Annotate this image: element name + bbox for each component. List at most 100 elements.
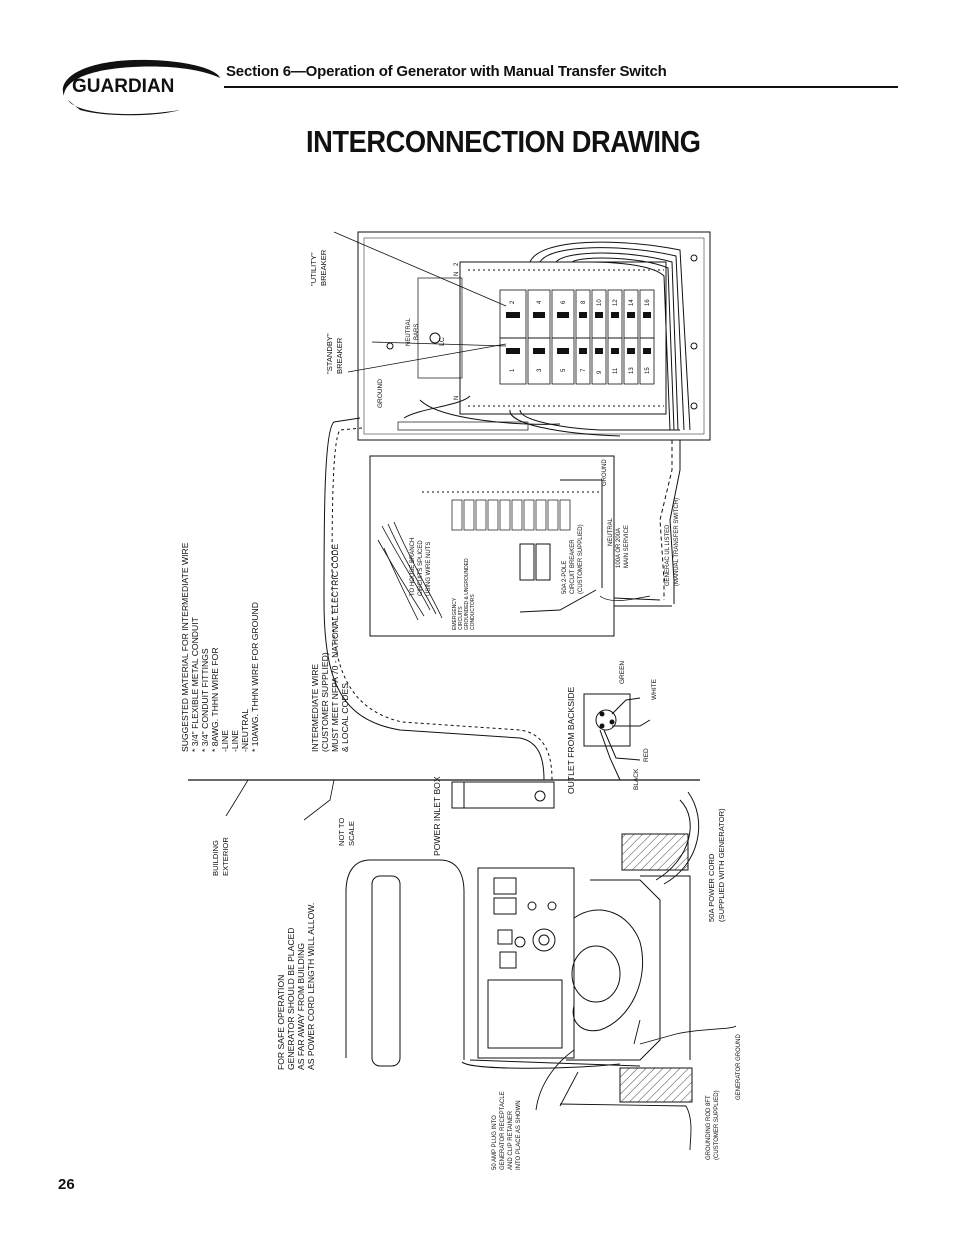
breaker-num-top: 2: [510, 300, 516, 304]
main-panel-ground: GROUND: [602, 459, 608, 486]
intermediate-conduit: [323, 417, 553, 781]
generator: [345, 791, 700, 1069]
suggested-material-7: * 10AWG. THHN WIRE FOR GROUND: [250, 602, 260, 752]
wire-white-label: WHITE: [651, 678, 658, 700]
breaker-num-bottom: 15: [645, 367, 651, 374]
ground-bar: [397, 421, 529, 431]
power-cord-1: (SUPPLIED WITH GENERATOR): [717, 808, 726, 922]
grounding-rod-0: GROUNDING ROD 8FT: [706, 1095, 712, 1160]
intermediate-wire-2: MUST MEET NFPA 70 - NATIONAL ELECTRIC CO…: [330, 544, 340, 752]
breaker-num-top: 6: [561, 300, 567, 304]
breaker-num-bottom: 11: [613, 367, 619, 374]
main-service-0: 100A OR 200A: [616, 528, 622, 568]
house-branch-wires: [377, 521, 651, 621]
suggested-material-6: -NEUTRAL: [240, 709, 250, 752]
breaker-num-bottom: 13: [629, 367, 635, 374]
suggested-material-0: SUGGESTED MATERIAL FOR INTERMEDIATE WIRE: [180, 542, 190, 752]
outlet-diagram: [583, 693, 651, 781]
emergency-circuits-0: EMERGENCY: [452, 597, 458, 630]
generator-wheel-top: [621, 833, 689, 871]
generator-wheel-bottom: [619, 1067, 693, 1103]
circuit-breaker-0: 50A 2-POLE: [562, 561, 568, 594]
grounding-rod-2: GENERATOR GROUND: [736, 1034, 742, 1100]
emergency-circuits-2: GROUNDED & UNGROUNDED: [464, 558, 470, 630]
not-to-scale-1: SCALE: [347, 821, 356, 846]
suggested-material-2: * 3/4" CONDUIT FITTINGS: [200, 648, 210, 752]
guardian-logo: GUARDIAN: [62, 59, 221, 116]
power-inlet-box: [451, 781, 555, 809]
plug-note-2: AND CLIP RETAINER: [508, 1110, 514, 1170]
circuit-breaker-1: CIRCUIT BREAKER: [570, 539, 576, 594]
brand-text: GUARDIAN: [72, 76, 174, 97]
breaker-num-top: 12: [613, 299, 619, 306]
breaker-columns: [499, 289, 655, 385]
switch-conduit: [659, 440, 673, 600]
breaker-num-bottom: 5: [561, 368, 567, 372]
safe-operation-3: AS POWER CORD LENGTH WILL ALLOW.: [306, 903, 316, 1070]
breaker-num-top: 8: [581, 300, 587, 304]
suggested-material-3: * 8AWG. THHN WIRE FOR: [210, 647, 220, 752]
wire-red-label: RED: [643, 748, 650, 762]
building-exterior-1: EXTERIOR: [221, 837, 230, 876]
page-number: 26: [58, 1176, 75, 1193]
main-panel-neutral: NEUTRAL: [608, 517, 614, 546]
suggested-material-5: -LINE: [230, 730, 240, 752]
neutral-bars-1: BARS: [414, 324, 420, 340]
panel-label-n-bot: N: [454, 396, 460, 400]
intermediate-wire-3: & LOCAL CODES: [340, 683, 350, 752]
panel-label-n-top: N: [454, 272, 460, 276]
breaker-num-bottom: 9: [597, 370, 603, 374]
section-title: Section 6—Operation of Generator with Ma…: [226, 63, 667, 80]
branch-breakers: [451, 499, 571, 531]
house-branch-0: TO HOUSE BRANCH: [410, 538, 416, 596]
standby-breaker-1: BREAKER: [335, 337, 344, 374]
main-breaker-left: [519, 543, 535, 581]
suggested-material-4: -LINE: [220, 730, 230, 752]
power-inlet-box-label: POWER INLET BOX: [432, 776, 442, 856]
safe-operation-0: FOR SAFE OPERATION: [276, 975, 286, 1070]
utility-breaker-1: BREAKER: [319, 249, 328, 286]
main-panel: [369, 455, 615, 637]
grounding-rod-1: (CUSTOMER SUPPLIED): [714, 1090, 720, 1160]
transfer-switch-enclosure: [357, 231, 711, 441]
plug-note-1: GENERATOR RECEPTACLE: [500, 1091, 506, 1170]
circuit-breaker-2: (CUSTOMER SUPPLIED): [578, 524, 584, 594]
standby-breaker-0: "STANDBY": [325, 333, 334, 374]
breaker-num-top: 14: [629, 299, 635, 306]
house-branch-2: USING WIRE NUTS: [426, 542, 432, 596]
emergency-circuits-3: CONDUCTORS: [470, 594, 476, 630]
wire-green-label: GREEN: [619, 661, 626, 684]
breaker-num-top: 4: [537, 300, 543, 304]
generac-switch-0: GENERAC UL LISTED: [665, 524, 671, 586]
breaker-num-bottom: 1: [510, 368, 516, 372]
plug-note-3: INTO PLACE AS SHOWN: [516, 1100, 522, 1170]
panel-label-two: 2: [454, 262, 460, 266]
main-breaker-right: [535, 543, 551, 581]
breaker-num-bottom: 3: [537, 368, 543, 372]
suggested-material-1: * 3/4" FLEXIBLE METAL CONDUIT: [190, 616, 200, 752]
generac-switch-1: (MANUAL TRANSFER SWITCH): [674, 498, 680, 586]
intermediate-wire-0: INTERMEDIATE WIRE: [310, 664, 320, 752]
power-cord-0: 50A POWER CORD: [707, 853, 716, 922]
header-rule: [224, 86, 898, 88]
breaker-num-top: 10: [597, 299, 603, 306]
house-branch-1: CIRCUITS SPLICED: [418, 540, 424, 596]
neutral-bars-0: NEUTRAL: [406, 317, 412, 346]
utility-breaker-0: "UTILITY": [309, 252, 318, 286]
building-exterior-0: BUILDING: [211, 840, 220, 876]
safe-operation-2: AS FAR AWAY FROM BUILDING: [296, 943, 306, 1070]
outlet-from-backside-label: OUTLET FROM BACKSIDE: [566, 686, 576, 794]
ground-label: GROUND: [377, 379, 384, 408]
plug-note-0: 50 AMP PLUG INTO: [492, 1115, 498, 1170]
breaker-handles: [506, 312, 651, 354]
emergency-circuits-1: CIRCUITS: [458, 606, 464, 630]
main-service-1: MAIN SERVICE: [624, 525, 630, 568]
safe-operation-1: GENERATOR SHOULD BE PLACED: [286, 928, 296, 1070]
not-to-scale-0: NOT TO: [337, 818, 346, 846]
breaker-num-top: 16: [645, 299, 651, 306]
intermediate-wire-1: (CUSTOMER SUPPLIED): [320, 652, 330, 752]
wire-black-label: BLACK: [633, 768, 640, 790]
page-title: INTERCONNECTION DRAWING: [306, 124, 701, 159]
breaker-num-bottom: 7: [581, 368, 587, 372]
